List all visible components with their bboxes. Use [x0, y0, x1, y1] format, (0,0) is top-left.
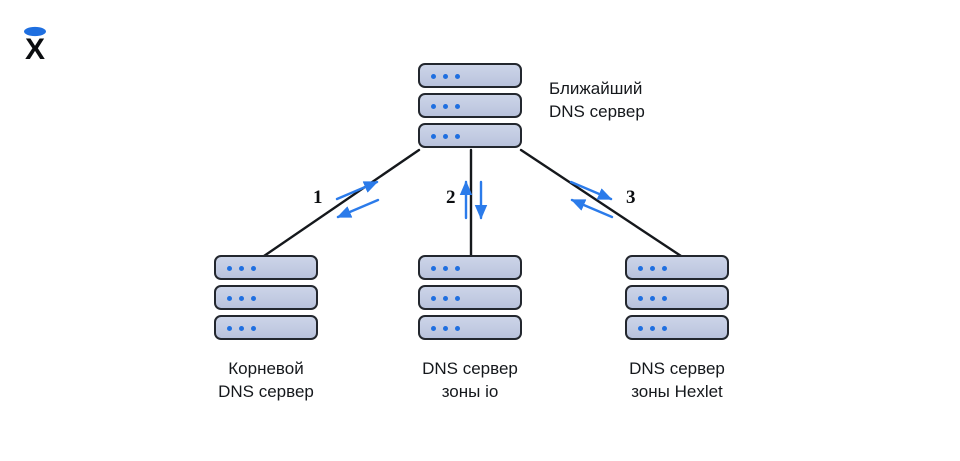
server-dot [239, 265, 244, 271]
server-dot [650, 295, 655, 301]
server-dot [443, 265, 448, 271]
server-nearest[interactable] [418, 63, 522, 149]
server-dot [251, 265, 256, 271]
label-zone-io-dns-server: DNS сервер зоны io [422, 359, 518, 401]
server-dot [443, 295, 448, 301]
server-unit [418, 315, 522, 340]
step-number-3: 3 [626, 187, 636, 208]
logo-letter-x: X [25, 33, 45, 66]
server-dot [638, 325, 643, 331]
server-dot [431, 295, 436, 301]
server-unit [418, 255, 522, 280]
server-dot [251, 295, 256, 301]
edge-3-arrow-up [570, 198, 614, 219]
server-dot [227, 295, 232, 301]
step-number-2: 2 [446, 187, 456, 208]
server-dot [431, 133, 436, 139]
step-number-1: 1 [313, 187, 323, 208]
server-unit [214, 285, 318, 310]
label-nearest-dns-server: Ближайший DNS сервер [549, 79, 645, 121]
server-dot [239, 295, 244, 301]
server-dot [227, 325, 232, 331]
server-dot [239, 325, 244, 331]
server-dot [431, 325, 436, 331]
server-dot [443, 73, 448, 79]
server-dot [638, 265, 643, 271]
server-zone-hexlet[interactable] [625, 255, 729, 341]
edge-line-1 [262, 148, 421, 258]
server-dot [455, 73, 460, 79]
server-dot [455, 265, 460, 271]
server-unit [418, 285, 522, 310]
logo-diamond-icon [24, 26, 46, 37]
server-dot [455, 133, 460, 139]
edge-line-3 [519, 148, 683, 258]
server-unit [625, 285, 729, 310]
server-zone-io[interactable] [418, 255, 522, 341]
server-dot [251, 325, 256, 331]
server-dot [455, 325, 460, 331]
edge-3-arrow-down [569, 180, 613, 201]
server-dot [662, 295, 667, 301]
server-dot [638, 295, 643, 301]
edge-1-arrow-up [335, 180, 379, 201]
server-dot [650, 265, 655, 271]
server-unit [418, 123, 522, 148]
server-root[interactable] [214, 255, 318, 341]
server-dot [443, 103, 448, 109]
server-unit [418, 93, 522, 118]
server-dot [443, 133, 448, 139]
server-unit [214, 255, 318, 280]
server-dot [443, 325, 448, 331]
hexlet-logo: X [14, 22, 58, 66]
server-unit [625, 255, 729, 280]
server-dot [431, 265, 436, 271]
server-dot [662, 325, 667, 331]
server-dot [431, 103, 436, 109]
server-dot [227, 265, 232, 271]
server-dot [650, 325, 655, 331]
edge-1-arrow-down [336, 198, 380, 219]
label-root-dns-server: Корневой DNS сервер [218, 359, 314, 401]
svg-text:X: X [25, 33, 45, 64]
server-unit [214, 315, 318, 340]
server-dot [662, 265, 667, 271]
server-dot [455, 103, 460, 109]
server-dot [455, 295, 460, 301]
server-dot [431, 73, 436, 79]
server-unit [625, 315, 729, 340]
label-zone-hexlet-dns-server: DNS сервер зоны Hexlet [629, 359, 725, 401]
server-unit [418, 63, 522, 88]
